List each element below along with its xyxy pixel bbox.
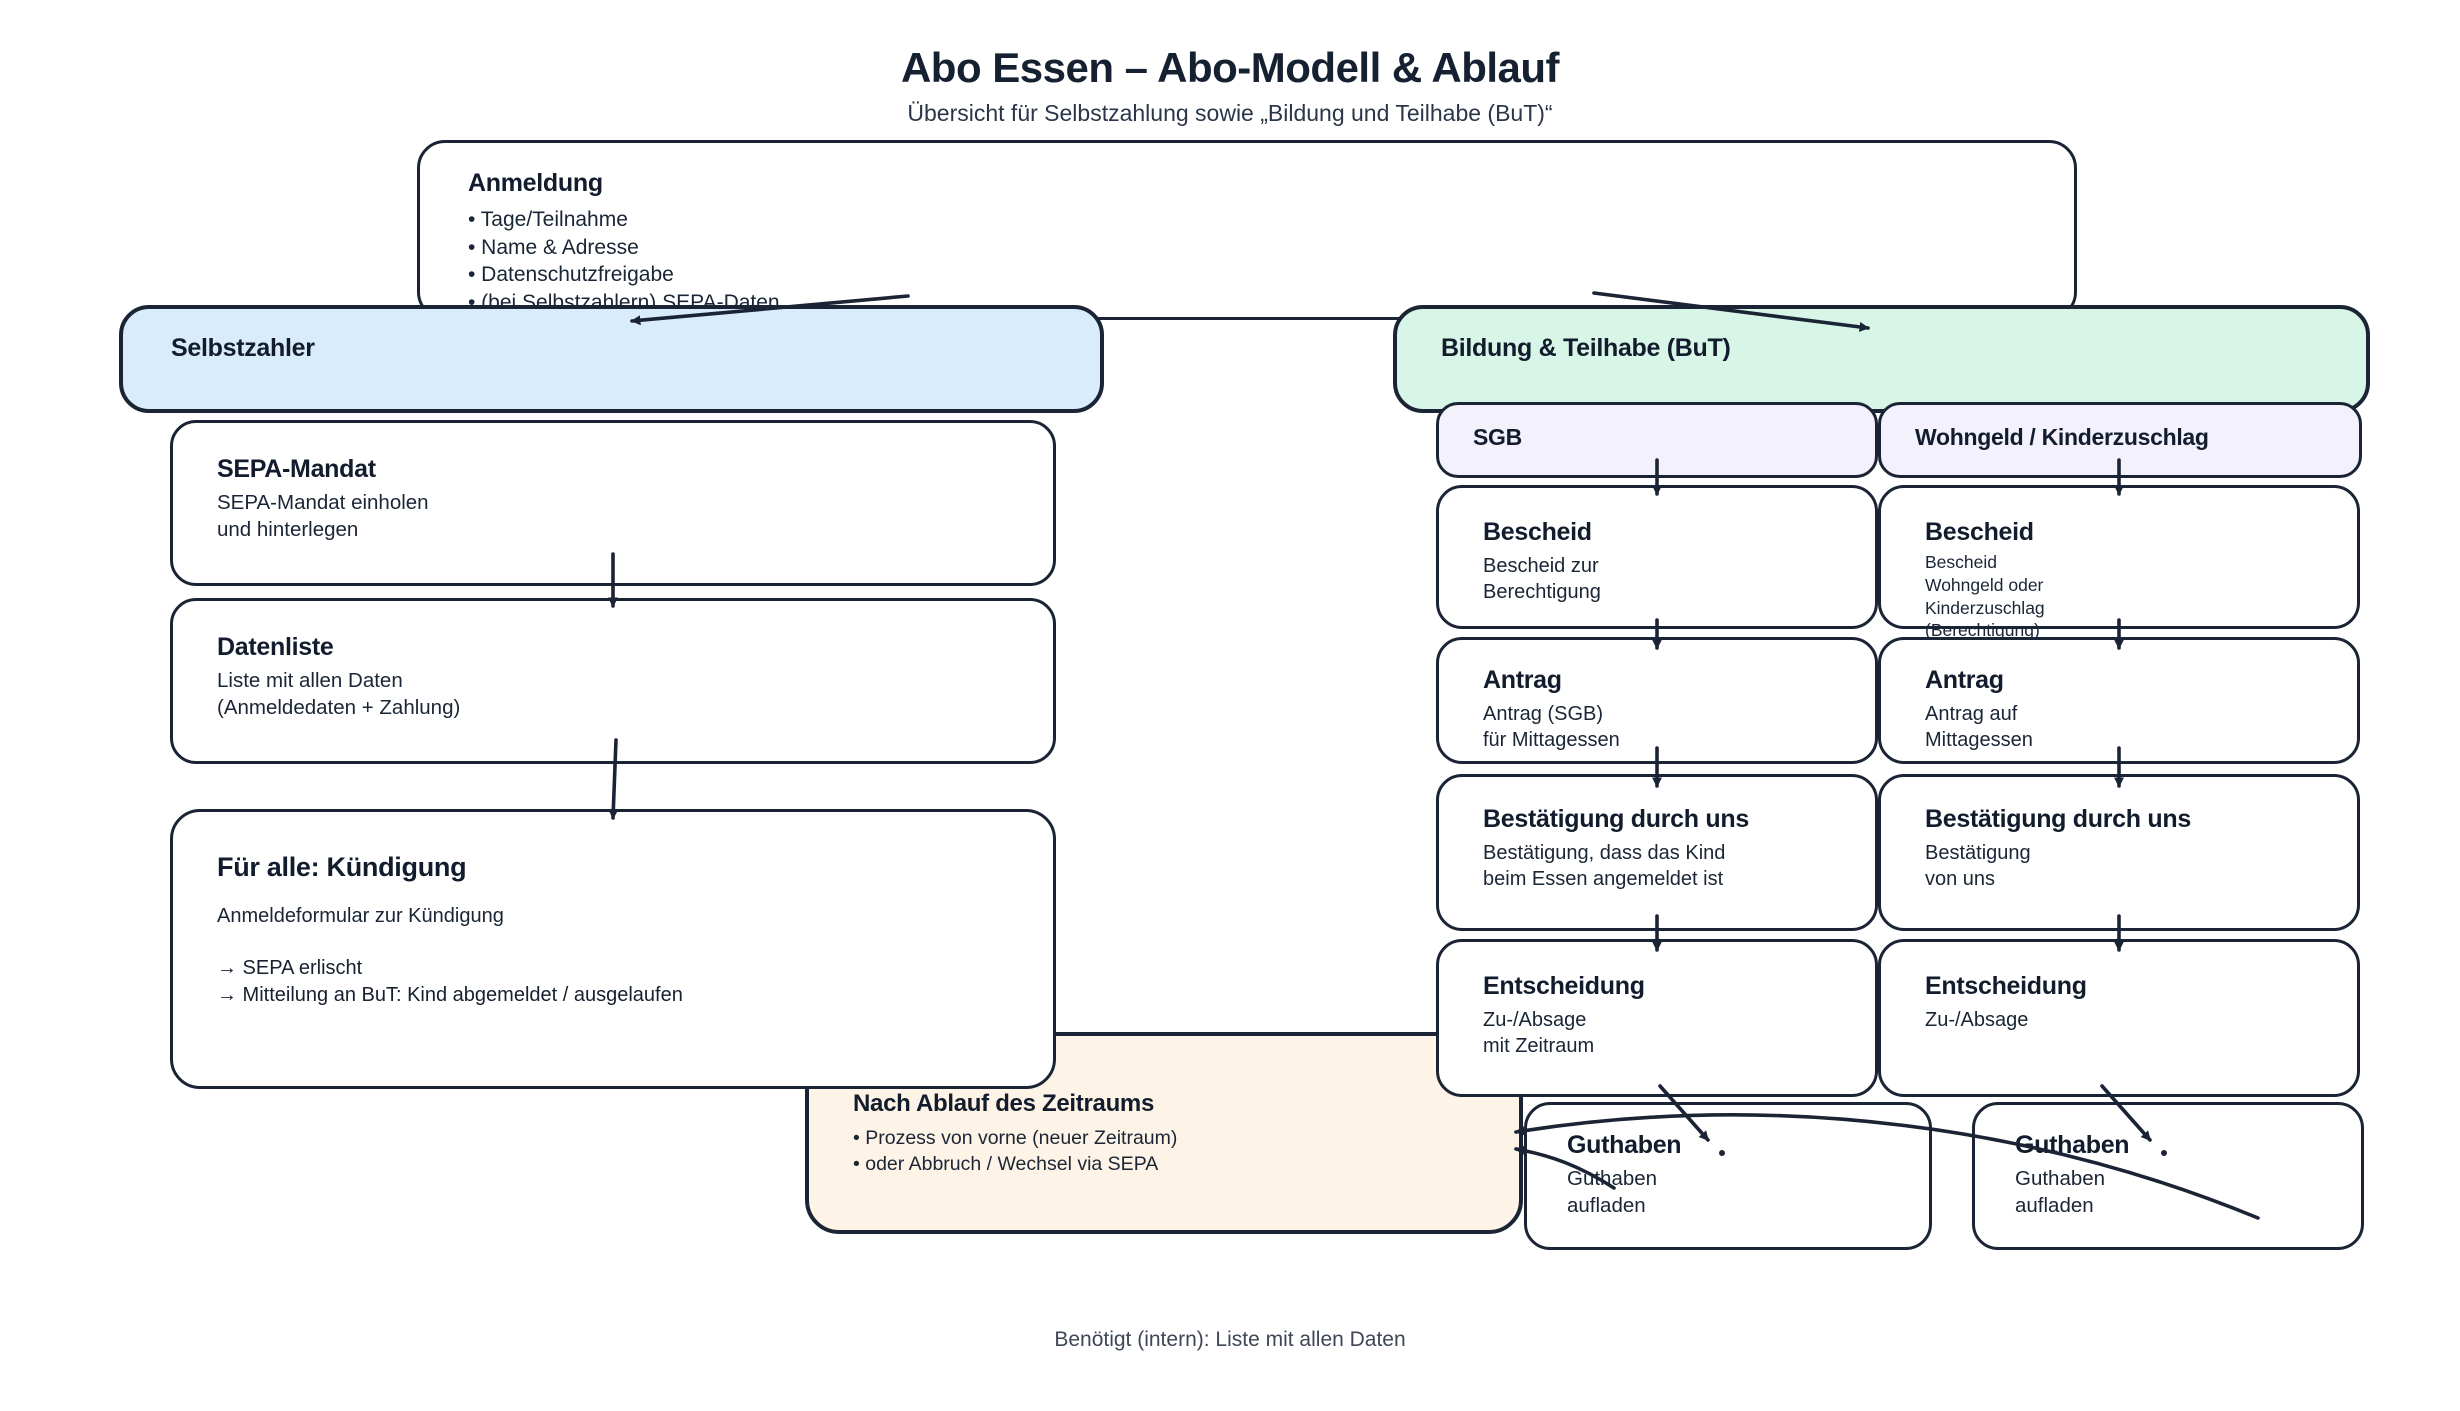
node-title: Bildung & Teilhabe (BuT) xyxy=(1441,334,1731,362)
node-title: Entscheidung xyxy=(1925,972,2087,1000)
node-body: Bescheid Wohngeld oder Kinderzuschlag (B… xyxy=(1925,552,2045,641)
node-title: SGB xyxy=(1473,424,1522,450)
node-title: Nach Ablauf des Zeitraums xyxy=(853,1090,1155,1117)
node-body: Antrag auf Mittagessen xyxy=(1925,703,2033,751)
node-body: Guthaben aufladen xyxy=(2015,1167,2106,1217)
node-title: Für alle: Kündigung xyxy=(217,852,467,882)
node-nach-ablauf: Nach Ablauf des Zeitraums • Prozess von … xyxy=(805,1032,1523,1234)
page-subtitle: Übersicht für Selbstzahlung sowie „Bildu… xyxy=(907,100,1553,126)
node-body: Guthaben aufladen xyxy=(1567,1167,1658,1217)
node-title: Bescheid xyxy=(1925,518,2034,546)
node-body: Zu-/Absage mit Zeitraum xyxy=(1483,1009,1595,1057)
node-title: Datenliste xyxy=(217,633,334,661)
node-body: • Tage/Teilnahme • Name & Adresse • Date… xyxy=(468,208,780,315)
node-body: Bescheid zur Berechtigung xyxy=(1483,555,1601,603)
node-title: Guthaben xyxy=(2015,1131,2130,1159)
page-title: Abo Essen – Abo-Modell & Ablauf xyxy=(900,44,1560,91)
node-title: Bestätigung durch uns xyxy=(1483,805,1749,833)
node-wg-bestaetigung: Bestätigung durch uns Bestätigung von un… xyxy=(1878,774,2360,931)
node-title: Bescheid xyxy=(1483,518,1592,546)
node-notes: → SEPA erlischt → Mitteilung an BuT: Kin… xyxy=(217,957,683,1006)
footer-note: Benötigt (intern): Liste mit allen Daten xyxy=(1054,1328,1406,1351)
node-body: SEPA-Mandat einholen und hinterlegen xyxy=(217,491,429,541)
node-body: Liste mit allen Daten (Anmeldedaten + Za… xyxy=(217,669,461,719)
node-sgb-bescheid: Bescheid Bescheid zur Berechtigung xyxy=(1436,485,1878,629)
node-body: Bestätigung, dass das Kind beim Essen an… xyxy=(1483,842,1726,890)
node-body: Zu-/Absage xyxy=(1925,1009,2029,1031)
node-anmeldung: Anmeldung • Tage/Teilnahme • Name & Adre… xyxy=(417,140,2077,320)
node-title: SEPA-Mandat xyxy=(217,455,376,483)
node-body: Antrag (SGB) für Mittagessen xyxy=(1483,703,1620,751)
node-body: • Prozess von vorne (neuer Zeitraum) • o… xyxy=(853,1127,1178,1175)
node-sgb-guthaben: Guthaben Guthaben aufladen xyxy=(1524,1102,1932,1250)
node-wohngeld-header: Wohngeld / Kinderzuschlag xyxy=(1878,402,2362,478)
node-title: Antrag xyxy=(1483,666,1562,694)
node-title: Guthaben xyxy=(1567,1131,1682,1159)
node-body: Bestätigung von uns xyxy=(1925,842,2031,890)
node-wg-guthaben: Guthaben Guthaben aufladen xyxy=(1972,1102,2364,1250)
node-sgb-antrag: Antrag Antrag (SGB) für Mittagessen xyxy=(1436,637,1878,764)
node-kuendigung: Für alle: Kündigung Anmeldeformular zur … xyxy=(170,809,1056,1089)
node-title: Antrag xyxy=(1925,666,2004,694)
node-sepa-mandat: SEPA-Mandat SEPA-Mandat einholen und hin… xyxy=(170,420,1056,586)
node-sgb-entscheidung: Entscheidung Zu-/Absage mit Zeitraum xyxy=(1436,939,1878,1097)
node-title: Wohngeld / Kinderzuschlag xyxy=(1915,424,2209,450)
node-title: Selbstzahler xyxy=(171,334,315,362)
node-sgb-bestaetigung: Bestätigung durch uns Bestätigung, dass … xyxy=(1436,774,1878,931)
node-datenliste: Datenliste Liste mit allen Daten (Anmeld… xyxy=(170,598,1056,764)
node-title: Anmeldung xyxy=(468,169,603,197)
node-sgb-header: SGB xyxy=(1436,402,1878,478)
node-title: Entscheidung xyxy=(1483,972,1645,1000)
node-body: Anmeldeformular zur Kündigung xyxy=(217,905,504,927)
node-bildung-teilhabe: Bildung & Teilhabe (BuT) xyxy=(1393,305,2370,413)
node-title: Bestätigung durch uns xyxy=(1925,805,2191,833)
node-selbstzahler: Selbstzahler xyxy=(119,305,1104,413)
node-wg-entscheidung: Entscheidung Zu-/Absage xyxy=(1878,939,2360,1097)
node-wg-bescheid: Bescheid Bescheid Wohngeld oder Kinderzu… xyxy=(1878,485,2360,640)
node-wg-antrag: Antrag Antrag auf Mittagessen xyxy=(1878,637,2360,764)
